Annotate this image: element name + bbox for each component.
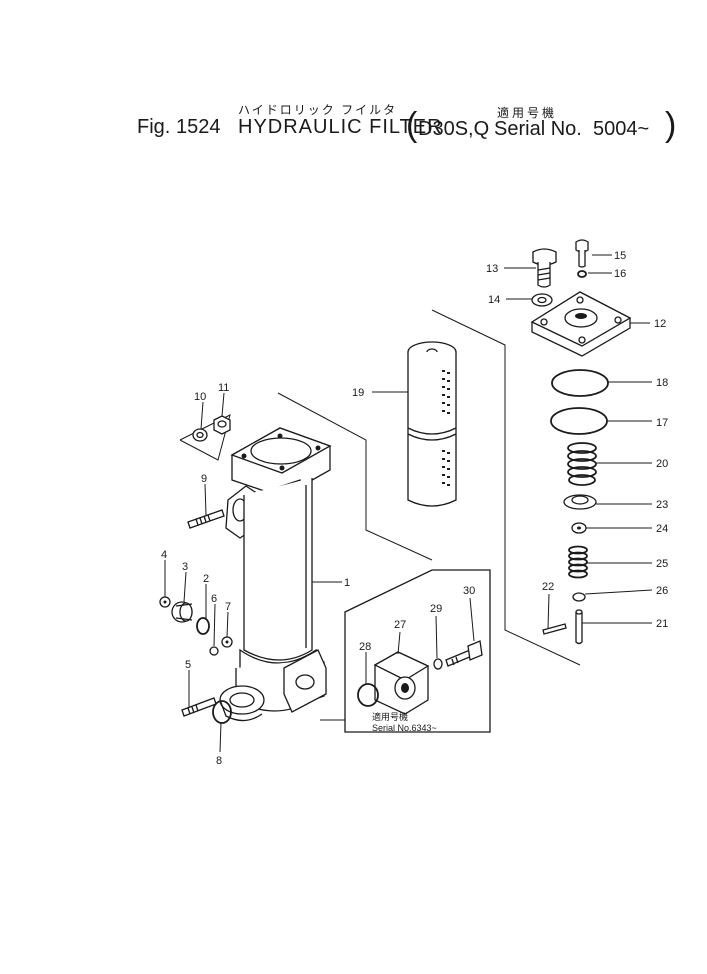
part-22-pin [542, 623, 567, 635]
part-5-bolt [181, 697, 217, 717]
part-15-bolt [575, 239, 589, 268]
callout-14: 14 [488, 294, 500, 306]
callout-11: 11 [218, 382, 229, 394]
callout-25: 25 [656, 558, 668, 570]
serial-label: Serial No. [494, 118, 582, 140]
part-14-washer [531, 293, 553, 307]
callout-7: 7 [225, 601, 231, 613]
callout-28: 28 [359, 641, 371, 653]
model-code: D30S,Q [418, 118, 490, 140]
callout-24: 24 [656, 523, 668, 535]
part-26-washer [572, 592, 586, 602]
part-7-nut [221, 636, 233, 648]
filter-body [219, 427, 332, 722]
inset-box: 適用号機 Serial No.6343~ [344, 569, 491, 733]
callout-21: 21 [656, 618, 668, 630]
part-25-spring [568, 545, 588, 579]
callout-3: 3 [182, 561, 188, 573]
callout-27: 27 [394, 619, 406, 631]
part-19-filter-element [407, 341, 457, 507]
part-3-plug [171, 601, 193, 623]
callout-29: 29 [430, 603, 442, 615]
callout-23: 23 [656, 499, 668, 511]
bracket-close: ) [665, 106, 677, 144]
callout-6: 6 [211, 593, 217, 605]
part-21-rod [575, 609, 583, 645]
part-2-oring [196, 617, 210, 635]
bracket-open: ( [406, 106, 418, 144]
callout-17: 17 [656, 417, 668, 429]
callout-10: 10 [194, 391, 206, 403]
callout-9: 9 [201, 473, 207, 485]
assembly-lines [179, 309, 581, 721]
inset-note-serial: Serial No.6343~ [372, 723, 437, 733]
callout-20: 20 [656, 458, 668, 470]
inset-note-jp: 適用号機 [372, 711, 408, 722]
part-23-valve [563, 494, 597, 510]
part-9-stud [187, 509, 225, 529]
serial-range: 5004~ [593, 118, 650, 140]
callout-18: 18 [656, 377, 668, 389]
callout-13: 13 [486, 263, 498, 275]
callout-26: 26 [656, 585, 668, 597]
part-12-cover [530, 291, 632, 357]
part-18-oring [551, 369, 609, 397]
callout-2: 2 [203, 573, 209, 585]
callout-19: 19 [352, 387, 364, 399]
callout-4: 4 [161, 549, 167, 561]
leader-lines [164, 254, 653, 753]
part-10-washer [192, 428, 208, 442]
figure-number: 1524 [176, 116, 221, 138]
part-6-nut [209, 646, 219, 656]
part-24-nut [571, 522, 587, 534]
part-16-oring [577, 270, 587, 278]
callout-labels: 1 2 3 4 5 6 7 8 9 10 11 12 13 14 15 16 1… [161, 250, 668, 767]
figure-label: Fig. [137, 116, 171, 138]
callout-30: 30 [463, 585, 475, 597]
part-8-oring [212, 700, 232, 724]
part-13-bolt [532, 248, 557, 288]
callout-16: 16 [614, 268, 626, 280]
callout-22: 22 [542, 581, 554, 593]
callout-15: 15 [614, 250, 626, 262]
callout-1: 1 [344, 577, 350, 589]
part-20-spring [567, 442, 597, 486]
callout-12: 12 [654, 318, 666, 330]
japanese-title: ハイドロリック フイルタ [238, 103, 398, 117]
diagram-title: HYDRAULIC FILTER [238, 116, 443, 138]
part-17-oring [550, 407, 608, 435]
callout-8: 8 [216, 755, 222, 767]
part-11-nut [213, 415, 231, 435]
applicable-label-jp: 適用号機 [497, 106, 558, 120]
part-4-nut [159, 596, 171, 608]
callout-5: 5 [185, 659, 191, 671]
